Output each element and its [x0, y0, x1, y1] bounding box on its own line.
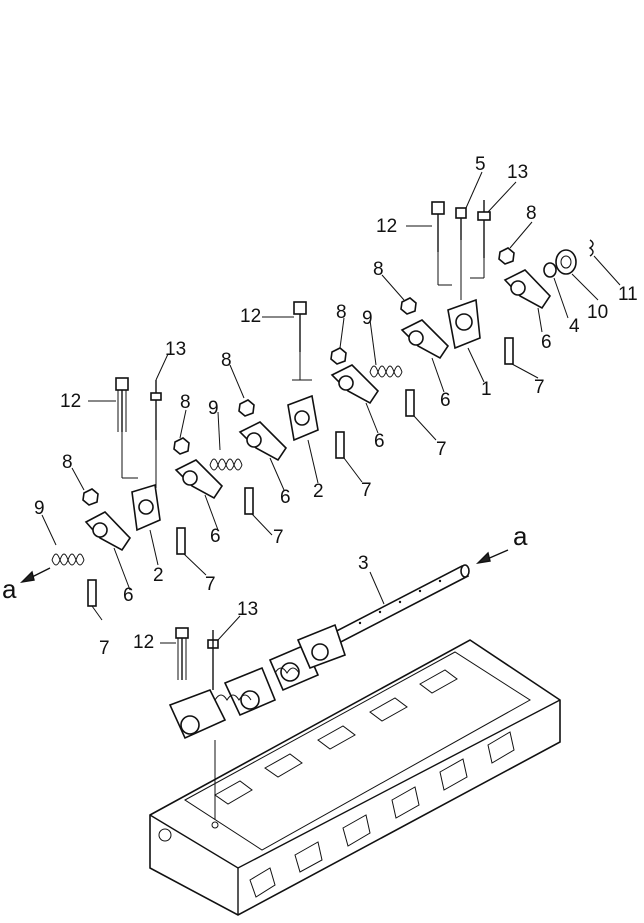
label-12-a: 12: [60, 391, 81, 412]
label-8-f: 8: [526, 203, 537, 224]
label-6-e: 6: [440, 390, 451, 411]
label-9-a: 9: [34, 498, 45, 519]
label-6-c: 6: [280, 487, 291, 508]
label-3: 3: [358, 553, 369, 574]
label-12-b: 12: [240, 306, 261, 327]
label-7-b: 7: [205, 574, 216, 595]
label-6-d: 6: [374, 431, 385, 452]
rocker-arm-6-d: [330, 364, 380, 405]
label-8-d: 8: [336, 302, 347, 323]
label-11: 11: [618, 284, 638, 305]
label-9-b: 9: [208, 398, 219, 419]
spring-9-b: [209, 458, 243, 471]
label-8-b: 8: [180, 392, 191, 413]
label-7-d: 7: [361, 480, 372, 501]
label-7-a: 7: [99, 638, 110, 659]
adjust-screw-7-f: [504, 337, 514, 365]
label-7-f: 7: [534, 377, 545, 398]
label-13-c: 13: [237, 599, 258, 620]
bolt-12-center: [292, 301, 312, 381]
label-12-c: 12: [376, 216, 397, 237]
label-7-c: 7: [273, 527, 284, 548]
bracket-2-center: [287, 394, 319, 442]
rocker-arm-6-c: [238, 421, 288, 462]
label-6-b: 6: [210, 526, 221, 547]
bracket-2-left: [131, 483, 161, 532]
stud-13-right: [470, 200, 491, 279]
leader-lines: [41, 171, 621, 644]
label-7-e: 7: [436, 439, 447, 460]
cap-10: [555, 249, 577, 275]
label-4: 4: [569, 316, 580, 337]
bolt-12-left: [115, 377, 138, 479]
label-2-center: 2: [313, 481, 324, 502]
nut-8-f: [498, 247, 515, 265]
bolt-12-lower: [175, 627, 189, 680]
rocker-arm-6-f: [503, 269, 552, 310]
rocker-arm-6-e: [400, 319, 450, 360]
rocker-arm-6-b: [174, 459, 224, 500]
rocker-arm-6-a: [84, 511, 132, 552]
label-10: 10: [587, 302, 608, 323]
label-6-a: 6: [123, 585, 134, 606]
assembled-rocker-group: [168, 623, 347, 820]
section-markers: a a: [2, 521, 528, 604]
stud-13-left: [150, 380, 162, 488]
nut-8-d: [330, 347, 347, 365]
nut-8-c: [238, 399, 255, 417]
stud-13-lower: [207, 630, 219, 690]
clip-11: [588, 239, 594, 257]
label-13-b: 13: [507, 162, 528, 183]
arrow-a-right: [475, 549, 509, 565]
adjust-screw-7-b: [176, 527, 186, 555]
nut-8-b: [173, 437, 190, 455]
label-8-a: 8: [62, 452, 73, 473]
nut-8-left: [82, 488, 99, 506]
label-9-c: 9: [362, 308, 373, 329]
marker-a-right: a: [513, 521, 528, 551]
label-12-d: 12: [133, 632, 154, 653]
bolt-5: [455, 207, 467, 300]
arrow-a-left: [19, 567, 51, 584]
adjust-screw-7-c: [244, 487, 254, 515]
adjust-screw-7-a: [87, 579, 97, 607]
nut-8-e: [400, 297, 417, 315]
label-2-left: 2: [153, 565, 164, 586]
label-5: 5: [475, 154, 486, 175]
bolt-12-right: [431, 201, 452, 286]
adjust-screw-7-d: [335, 431, 345, 459]
label-8-e: 8: [373, 259, 384, 280]
bracket-1: [447, 298, 481, 350]
ring-4: [543, 262, 557, 278]
cylinder-head: [149, 639, 561, 916]
spring-9-left: [51, 553, 85, 566]
part-labels: 1 2 2 3 4 5 6 6 6 6 6 6 7 7 7 7 7 7 8 8 …: [34, 154, 638, 659]
label-8-c: 8: [221, 350, 232, 371]
label-1: 1: [481, 379, 492, 400]
spring-9-center: [369, 365, 403, 378]
label-6-f: 6: [541, 332, 552, 353]
marker-a-left: a: [2, 574, 17, 604]
adjust-screw-7-e: [405, 389, 415, 417]
label-13-a: 13: [165, 339, 186, 360]
